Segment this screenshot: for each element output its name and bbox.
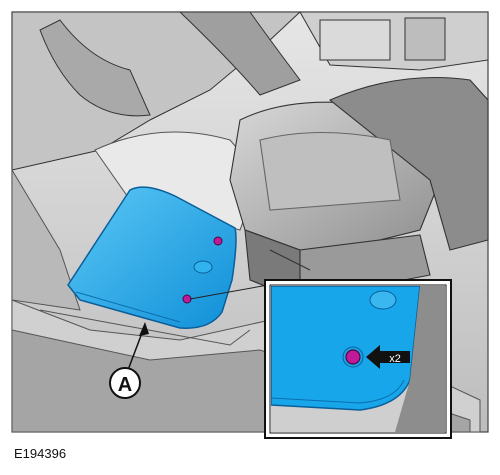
callout-a: A bbox=[109, 367, 141, 399]
floor-mat-icon bbox=[67, 186, 237, 329]
figure-id: E194396 bbox=[14, 446, 67, 461]
callout-a-letter: A bbox=[118, 374, 132, 396]
dashboard bbox=[11, 11, 489, 171]
inset-fastener-icon bbox=[345, 349, 361, 365]
fastener-icon bbox=[182, 236, 223, 304]
detail-inset: x2 bbox=[264, 279, 452, 439]
quantity-label: x2 bbox=[389, 353, 401, 365]
detail-leader-line bbox=[189, 284, 269, 300]
arrow-icon bbox=[127, 322, 149, 371]
quantity-arrow: x2 bbox=[366, 345, 410, 369]
